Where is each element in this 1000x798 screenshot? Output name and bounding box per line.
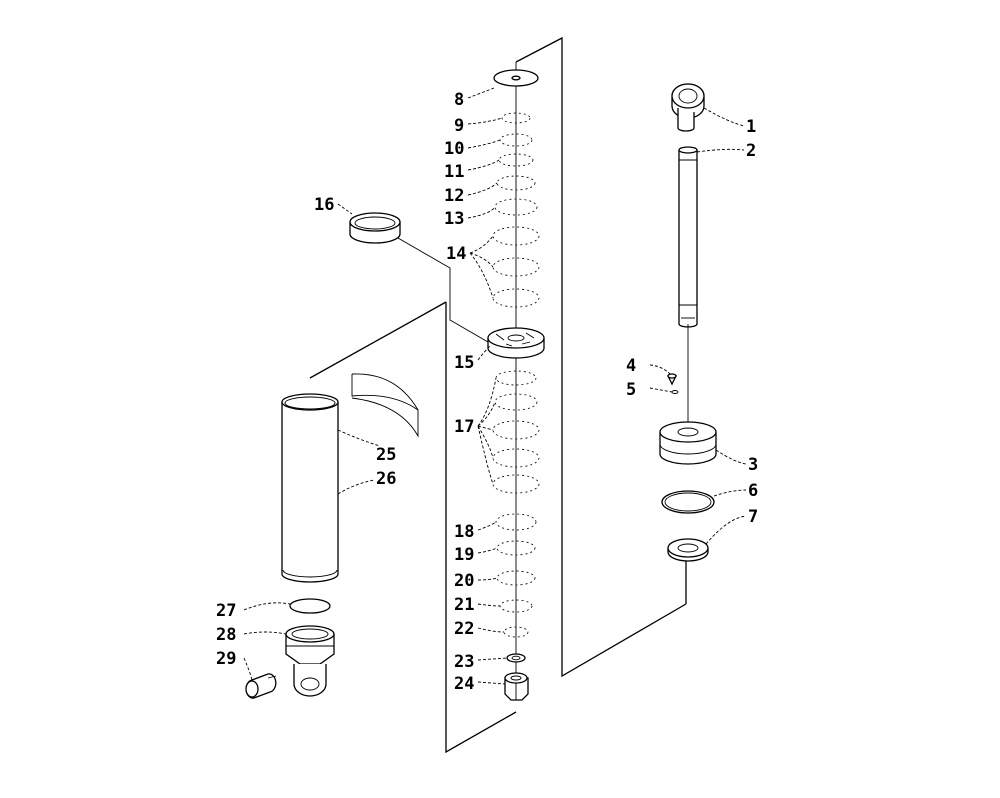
- callout-24: 24: [454, 674, 474, 694]
- callout-22: 22: [454, 619, 474, 639]
- shim-12: [496, 175, 536, 191]
- end-cap-28: [285, 625, 335, 697]
- callout-25: 25: [376, 445, 396, 465]
- callout-5: 5: [626, 380, 636, 400]
- cap-guide-line: [397, 237, 489, 343]
- callout-3: 3: [748, 455, 758, 475]
- shim-11: [498, 153, 534, 167]
- callout-28: 28: [216, 625, 236, 645]
- callout-27: 27: [216, 601, 236, 621]
- shim-14b: [492, 257, 540, 277]
- o-ring-6: [661, 490, 715, 514]
- callout-11: 11: [444, 162, 464, 182]
- decal-25: [351, 373, 419, 438]
- callout-26: 26: [376, 469, 396, 489]
- shim-22: [503, 626, 529, 638]
- shim-18: [495, 513, 537, 531]
- callout-20: 20: [454, 571, 474, 591]
- fitting-29: [245, 673, 277, 699]
- callout-7: 7: [748, 507, 758, 527]
- callout-12: 12: [444, 186, 464, 206]
- leader-lines: [243, 87, 747, 685]
- callout-16: 16: [314, 195, 334, 215]
- callout-21: 21: [454, 595, 474, 615]
- shim-19: [496, 540, 536, 556]
- body-tube-26: [281, 393, 339, 583]
- bumper-7: [667, 538, 709, 562]
- callout-14: 14: [446, 244, 466, 264]
- shim-10: [499, 133, 533, 147]
- callout-15: 15: [454, 353, 474, 373]
- callout-19: 19: [454, 545, 474, 565]
- shim-20: [496, 570, 536, 586]
- callout-6: 6: [748, 481, 758, 501]
- callout-9: 9: [454, 116, 464, 136]
- shim-14c: [492, 288, 540, 308]
- eyelet-1: [671, 83, 705, 132]
- nut-24: [504, 672, 529, 701]
- callout-1: 1: [746, 117, 756, 137]
- piston-15: [487, 327, 545, 359]
- dust-cap-16: [349, 212, 401, 244]
- callout-18: 18: [454, 522, 474, 542]
- snap-ring-27: [289, 598, 331, 614]
- shaft-2: [678, 146, 698, 440]
- frame-lines: [309, 36, 687, 754]
- shim-9: [501, 112, 531, 124]
- callout-29: 29: [216, 649, 236, 669]
- callout-13: 13: [444, 209, 464, 229]
- valve-4: [666, 373, 678, 386]
- upper-washer-stack: [492, 69, 540, 308]
- seal-head-3: [659, 421, 717, 465]
- callout-17: 17: [454, 417, 474, 437]
- shim-13: [494, 198, 538, 216]
- callout-8: 8: [454, 90, 464, 110]
- washer-23: [506, 653, 526, 663]
- callout-4: 4: [626, 356, 636, 376]
- callout-23: 23: [454, 652, 474, 672]
- callout-10: 10: [444, 139, 464, 159]
- ring-5: [671, 390, 679, 394]
- shim-14a: [492, 226, 540, 246]
- callout-2: 2: [746, 141, 756, 161]
- callout-labels: 1 2 3 4 5 6 7 8 9 10 11 12 13 14 15 16 1…: [216, 90, 758, 694]
